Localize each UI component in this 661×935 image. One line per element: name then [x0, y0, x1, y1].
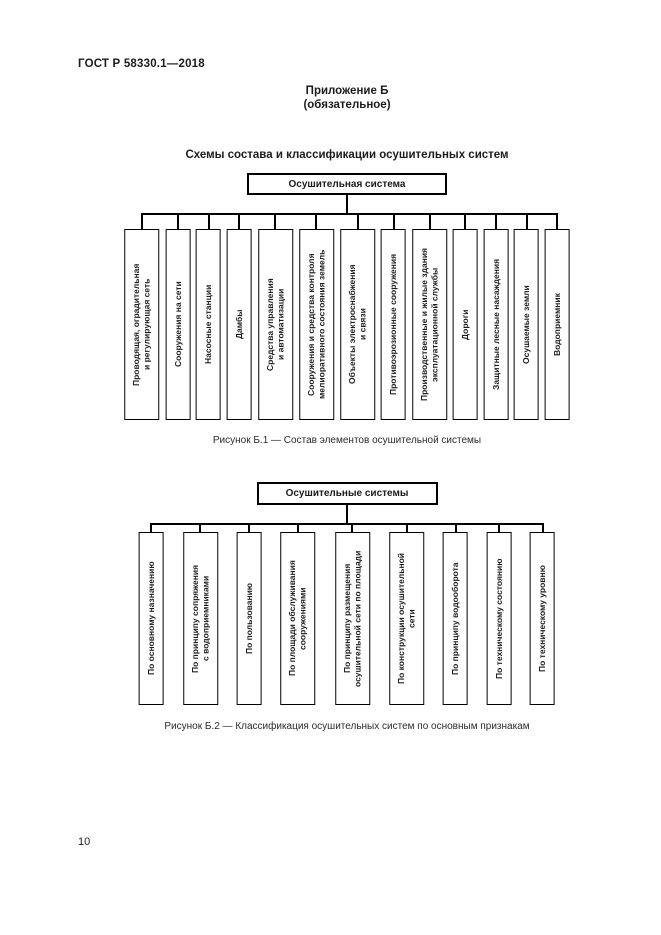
- connector-stub-line: [405, 523, 408, 532]
- appendix-heading: Приложение Б (обязательное): [78, 84, 616, 112]
- tree-leaf-box: По принципу водооборота: [443, 532, 468, 705]
- connector-stub-line: [248, 523, 251, 532]
- connector-horizontal-line: [141, 213, 558, 215]
- tree-branch: По принципу сопряжения с водоприемниками: [182, 523, 218, 705]
- tree-branch: Проводящая, оградительная и регулирующая…: [124, 213, 160, 420]
- connector-horizontal-line: [150, 523, 544, 525]
- connector-stub-line: [176, 213, 179, 229]
- tree-branch: Производственные и жилые здания эксплуат…: [411, 213, 448, 420]
- connector-stub-line: [274, 213, 277, 229]
- tree-branch: Средства управления и автоматизации: [257, 213, 293, 420]
- tree-branch: По площади обслуживания сооружениями: [280, 523, 316, 705]
- page-number: 10: [78, 836, 91, 848]
- figure-caption: Рисунок Б.2 — Классификация осушительных…: [164, 721, 530, 732]
- tree-branch: Водоприемник: [545, 213, 570, 420]
- tree-branch: По пользованию: [236, 523, 262, 705]
- tree-children: По основному назначению По принципу сопря…: [138, 523, 556, 705]
- tree-branches: По основному назначению По принципу сопря…: [138, 523, 556, 705]
- connector-stub-line: [150, 523, 153, 532]
- tree-branch: Дороги: [453, 213, 478, 420]
- tree-root-box: Осушительная система: [247, 173, 447, 195]
- connector-stub-line: [495, 213, 498, 229]
- connector-stub-line: [428, 213, 431, 229]
- tree-branch: По техническому уровню: [530, 523, 556, 705]
- tree-leaf-box: По пользованию: [236, 532, 262, 705]
- connector-stub-line: [556, 213, 559, 229]
- connector-stub-line: [498, 523, 501, 532]
- tree-leaf-box: По конструкции осушительной сети: [388, 532, 425, 705]
- tree-leaf-box: Средства управления и автоматизации: [257, 229, 293, 420]
- tree-branch: Насосные станции: [196, 213, 221, 420]
- connector-stub-line: [207, 213, 210, 229]
- connector-stem: [346, 505, 348, 523]
- tree-leaf-box: Противоэрозионные сооружения: [381, 229, 406, 420]
- connector-stub-line: [351, 523, 354, 532]
- connector-stub-line: [297, 523, 300, 532]
- connector-stub-line: [525, 213, 528, 229]
- connector-stub-line: [454, 523, 457, 532]
- tree-leaf-box: Защитные лесные насаждения: [483, 229, 509, 420]
- tree-leaf-box: По техническому уровню: [530, 532, 556, 705]
- tree-leaf-box: Объекты электроснабжения и связи: [340, 229, 376, 420]
- connector-stub-line: [392, 213, 395, 229]
- tree-branch: Защитные лесные насаждения: [483, 213, 509, 420]
- tree-branch: По принципу водооборота: [443, 523, 468, 705]
- tree-branch: Сооружения и средства контроля мелиорати…: [298, 213, 334, 420]
- tree-leaf-box: По техническому состоянию: [486, 532, 512, 705]
- doc-number: ГОСТ Р 58330.1—2018: [78, 58, 205, 70]
- tree-leaf-box: Проводящая, оградительная и регулирующая…: [124, 229, 160, 420]
- tree-branch: Дамбы: [226, 213, 252, 420]
- figure-b1: Осушительная система Проводящая, оградит…: [78, 173, 616, 446]
- section-title: Схемы состава и классификации осушительн…: [185, 149, 509, 161]
- tree-branches: Проводящая, оградительная и регулирующая…: [124, 213, 570, 420]
- tree-branch: Противоэрозионные сооружения: [381, 213, 406, 420]
- tree-leaf-box: По основному назначению: [138, 532, 164, 705]
- tree-branch: Осушаемые земли: [514, 213, 539, 420]
- page-content: Приложение Б (обязательное) Схемы состав…: [78, 0, 616, 732]
- figure-b2: Осушительные системы По основному назнач…: [78, 482, 616, 732]
- connector-stub-line: [464, 213, 467, 229]
- tree-branch: По основному назначению: [138, 523, 164, 705]
- tree-leaf-box: Водоприемник: [545, 229, 570, 420]
- tree-leaf-box: Насосные станции: [196, 229, 221, 420]
- connector-stub-line: [315, 213, 318, 229]
- tree-branch: Объекты электроснабжения и связи: [340, 213, 376, 420]
- appendix-subtitle: (обязательное): [303, 99, 391, 111]
- tree-branch: По принципу размещения осушительной сети…: [334, 523, 370, 705]
- tree-branch: По техническому состоянию: [486, 523, 512, 705]
- tree-leaf-box: Дамбы: [226, 229, 252, 420]
- tree-branch: Сооружения на сети: [165, 213, 191, 420]
- tree-leaf-box: Производственные и жилые здания эксплуат…: [411, 229, 448, 420]
- figure-caption: Рисунок Б.1 — Состав элементов осушитель…: [212, 435, 482, 446]
- tree-leaf-box: Дороги: [453, 229, 478, 420]
- tree-leaf-box: Сооружения и средства контроля мелиорати…: [298, 229, 334, 420]
- tree-leaf-box: Сооружения на сети: [165, 229, 191, 420]
- tree-leaf-box: По площади обслуживания сооружениями: [280, 532, 316, 705]
- tree-leaf-box: Осушаемые земли: [514, 229, 539, 420]
- tree-branch: По конструкции осушительной сети: [388, 523, 425, 705]
- connector-stub-line: [199, 523, 202, 532]
- connector-stub-line: [541, 523, 544, 532]
- tree-root-box: Осушительные системы: [256, 482, 438, 505]
- connector-stem: [346, 195, 348, 213]
- tree-children: Проводящая, оградительная и регулирующая…: [124, 213, 570, 420]
- appendix-title: Приложение Б: [305, 85, 389, 97]
- connector-stub-line: [356, 213, 359, 229]
- tree-leaf-box: По принципу сопряжения с водоприемниками: [182, 532, 218, 705]
- tree-leaf-box: По принципу размещения осушительной сети…: [334, 532, 370, 705]
- connector-stub-line: [238, 213, 241, 229]
- connector-stub-line: [141, 213, 143, 229]
